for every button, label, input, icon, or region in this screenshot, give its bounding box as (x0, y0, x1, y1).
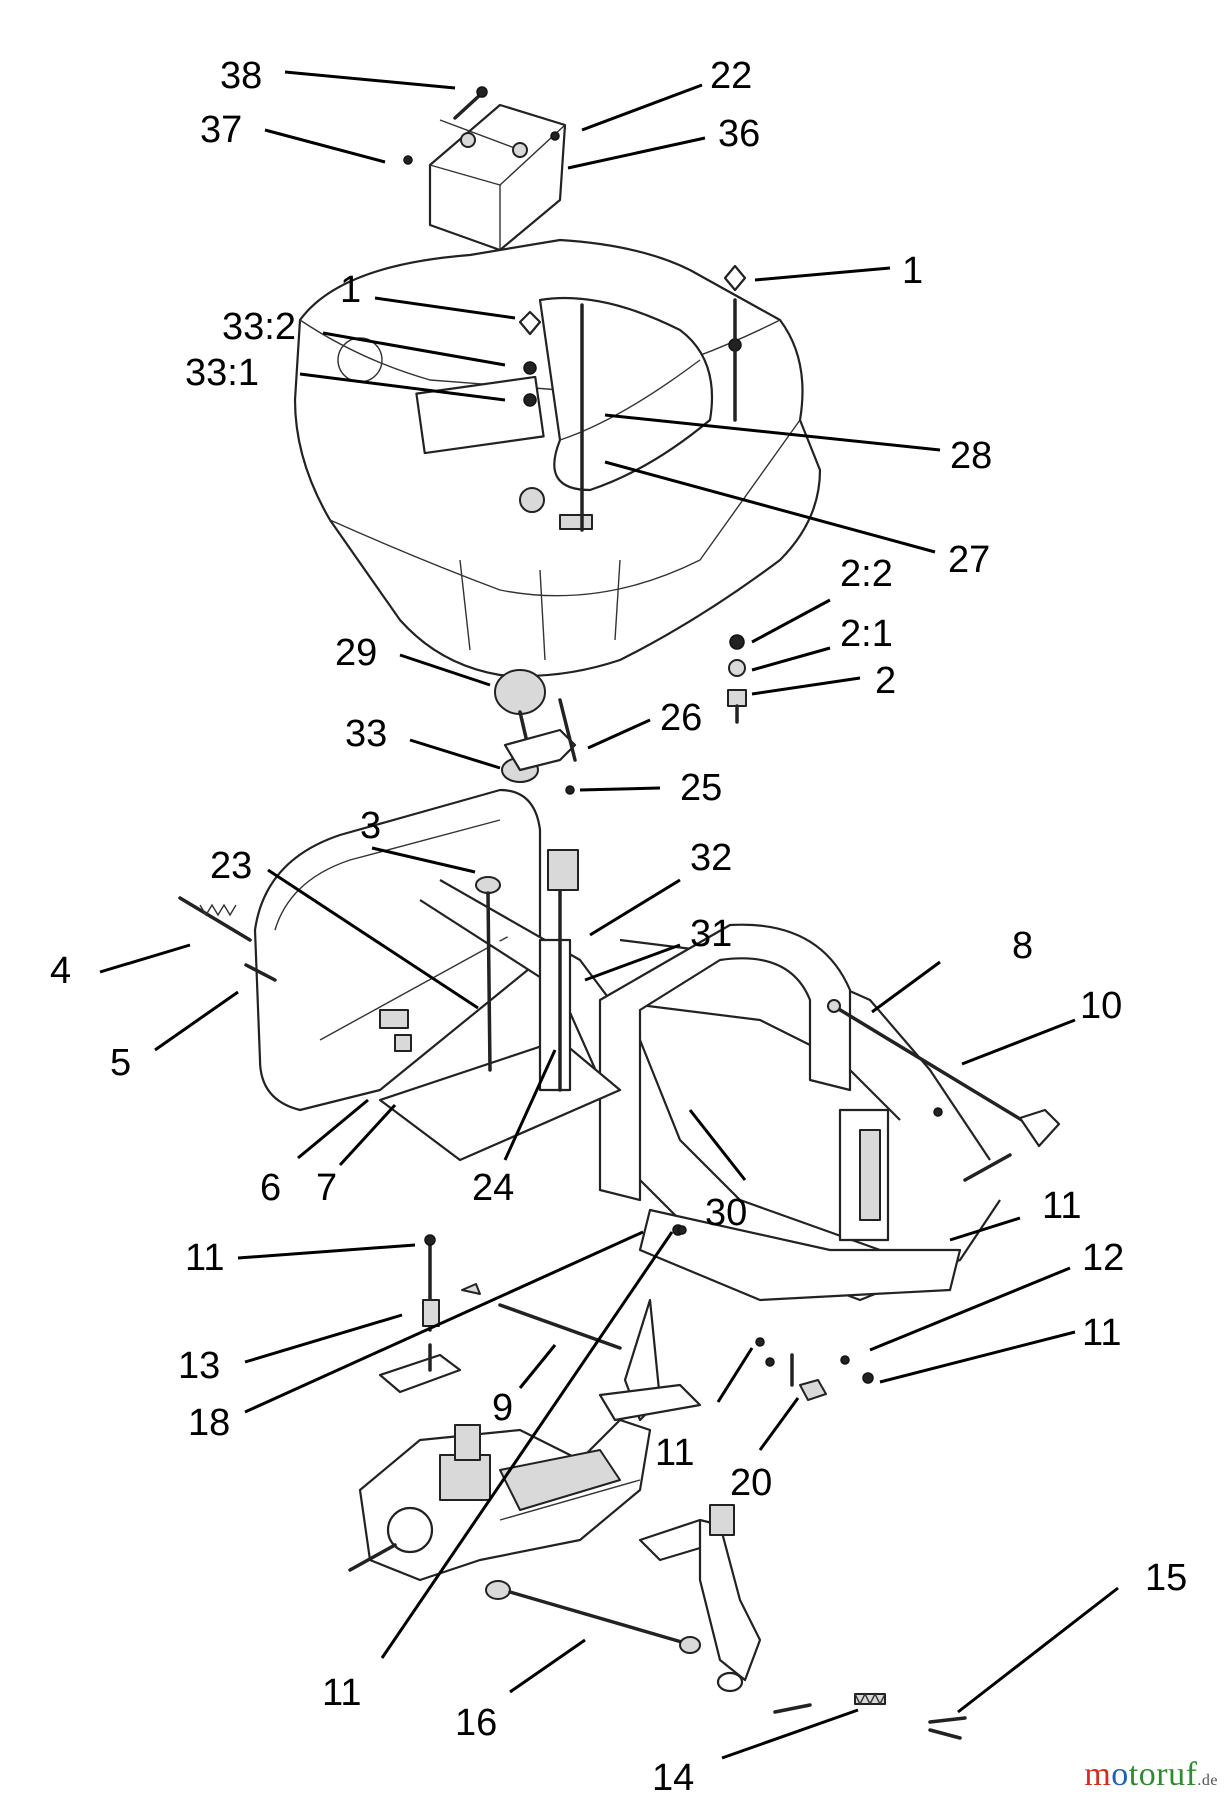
callout-4: 4 (50, 950, 71, 992)
transaxle-drawing (348, 1418, 652, 1582)
leader-lines (99, 70, 1119, 1760)
callout-2-1: 2:1 (840, 613, 893, 655)
brake-pedal-drawing (638, 1504, 967, 1740)
callout-13: 13 (178, 1345, 220, 1387)
callout-33: 33 (345, 713, 387, 755)
callout-33-2: 33:2 (222, 306, 296, 348)
callout-31: 31 (690, 913, 732, 955)
callout-6: 6 (260, 1167, 281, 1209)
callout-32: 32 (690, 837, 732, 879)
callout-33-1: 33:1 (185, 352, 259, 394)
callout-3: 3 (360, 805, 381, 847)
callout-11-middle: 11 (655, 1432, 694, 1474)
brake-cable-drawing (485, 1580, 701, 1654)
callout-30: 30 (705, 1192, 747, 1234)
callout-15: 15 (1145, 1557, 1187, 1599)
battery-drawing (403, 86, 567, 252)
callout-24: 24 (472, 1167, 514, 1209)
callout-29: 29 (335, 632, 377, 674)
seat-adjust-parts (494, 669, 577, 795)
callout-1-left: 1 (340, 269, 361, 311)
callout-16: 16 (455, 1702, 497, 1744)
callout-2-2: 2:2 (840, 553, 893, 595)
callout-37: 37 (200, 109, 242, 151)
callout-25: 25 (680, 767, 722, 809)
hood-fasteners (518, 264, 747, 724)
callout-8: 8 (1012, 925, 1033, 967)
callout-27: 27 (948, 539, 990, 581)
callout-22: 22 (710, 55, 752, 97)
right-fasteners (677, 1107, 943, 1401)
chassis-frame-drawing (178, 788, 1001, 1302)
callout-7: 7 (316, 1167, 337, 1209)
callout-14: 14 (652, 1757, 694, 1799)
callout-26: 26 (660, 697, 702, 739)
callout-12: 12 (1082, 1237, 1124, 1279)
hood-drawing (293, 238, 822, 678)
callout-23: 23 (210, 845, 252, 887)
motoruf-watermark: motoruf.de (1084, 1756, 1218, 1793)
callout-20: 20 (730, 1462, 772, 1504)
callout-11-bottom: 11 (322, 1672, 361, 1714)
callout-labels: 38 22 37 36 1 1 33:2 33:1 28 27 2:2 2:1 … (50, 55, 1187, 1799)
callout-11-right-upper: 11 (1042, 1185, 1081, 1227)
callout-36: 36 (718, 113, 760, 155)
callout-2: 2 (875, 660, 896, 702)
throttle-cable-drawing (827, 999, 1061, 1182)
callout-10: 10 (1080, 985, 1122, 1027)
linkage-parts (378, 1224, 702, 1422)
callout-11-left: 11 (185, 1237, 224, 1279)
callout-5: 5 (110, 1042, 131, 1084)
callout-11-right-lower: 11 (1082, 1312, 1121, 1354)
callout-9: 9 (492, 1387, 513, 1429)
callout-18: 18 (188, 1402, 230, 1444)
callout-38: 38 (220, 55, 262, 97)
callout-1-right: 1 (902, 250, 923, 292)
callout-28: 28 (950, 435, 992, 477)
